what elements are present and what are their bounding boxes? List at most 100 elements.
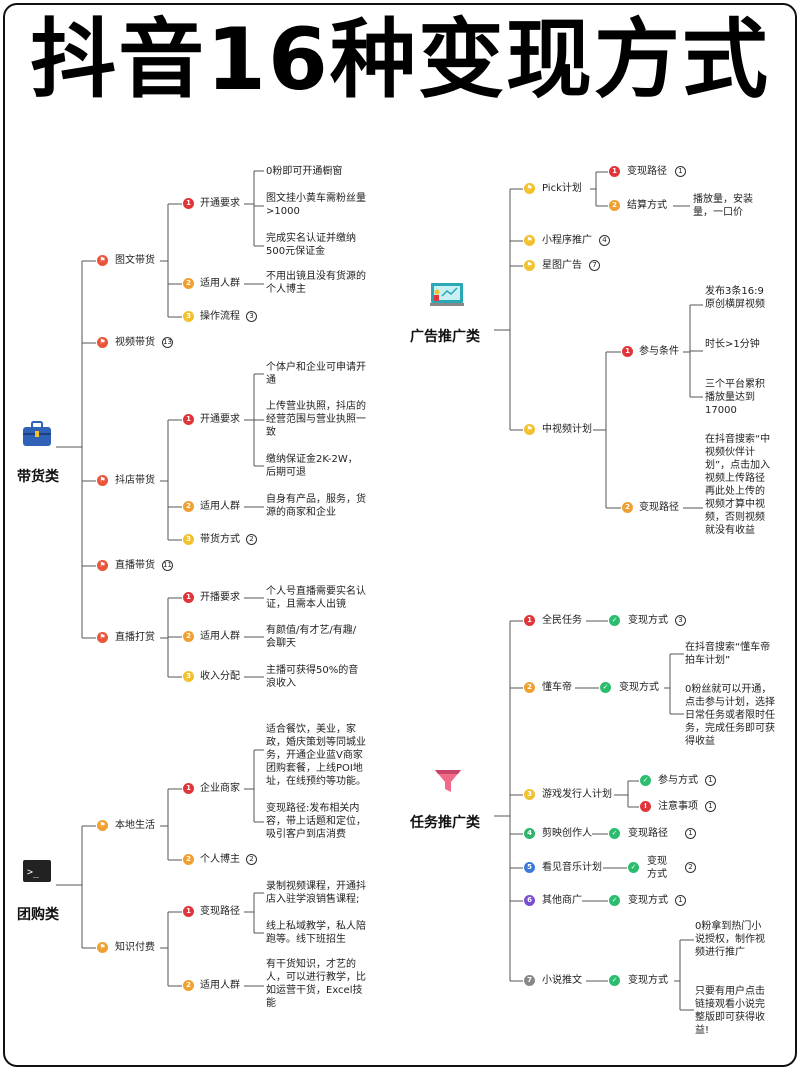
node-dashang: 直播打赏 [115, 632, 155, 643]
count-xingtu: 7 [589, 260, 600, 271]
text-lj2: 在抖音搜索“中视频伙伴计划”，点击加入视频上传路径再此处上传的视频才算中视频，否… [705, 434, 771, 536]
count-shipin: 13 [162, 337, 173, 348]
text-kt2c: 缴纳保证金2K-2W，后期可退 [266, 454, 358, 478]
node-jy-lj: 变现路径 [628, 828, 668, 839]
node-jiesuan: 结算方式 [627, 200, 667, 211]
badge-1: 1 [183, 592, 194, 603]
flag-icon: ⚑ [524, 183, 535, 194]
node-shiyong1: 适用人群 [200, 278, 240, 289]
text-kt1c: 完成实名认证并缴纳500元保证金 [266, 233, 356, 257]
badge-7: 7 [524, 975, 535, 986]
flag-icon: ⚑ [97, 560, 108, 571]
node-xingtu: 星图广告 [542, 260, 582, 271]
node-daihuofs: 带货方式 [200, 534, 240, 545]
text-kt1a: 0粉即可开通橱窗 [266, 166, 343, 177]
text-sr: 主播可获得50%的音浪收入 [266, 665, 359, 689]
check-icon: ✓ [609, 895, 620, 906]
node-geren: 个人博主 [200, 854, 240, 865]
category-guanggao: 广告推广类 [410, 329, 480, 345]
briefcase-icon [23, 421, 51, 446]
node-lujing: 变现路径 [627, 166, 667, 177]
node-tuwen: 图文带货 [115, 255, 155, 266]
check-icon: ✓ [609, 615, 620, 626]
badge-4: 4 [524, 828, 535, 839]
text-sy3: 有颜值/有才艺/有趣/会聊天 [266, 625, 357, 649]
node-yx-zy: 注意事项 [658, 801, 698, 812]
node-fangshi1: 变现方式 [628, 615, 668, 626]
badge-1: 1 [183, 783, 194, 794]
node-yx-fs: 参与方式 [658, 775, 698, 786]
text-qy1: 适合餐饮，美业，家政，婚庆策划等同城业务，开通企业蓝V商家团购套餐，上线POI地… [266, 724, 366, 787]
funnel-icon [435, 770, 461, 792]
flag-icon: ⚑ [97, 475, 108, 486]
count-geren: 2 [246, 854, 257, 865]
node-kaibo: 开播要求 [200, 592, 240, 603]
text-sy2: 自身有产品，服务，货源的商家和企业 [266, 494, 366, 518]
page-frame [3, 3, 797, 1067]
node-jianying: 剪映创作人 [542, 828, 592, 839]
text-dc2: 0粉丝就可以开通，点击参与计划，选择日常任务或者限时任务，完成任务即可获得收益 [685, 684, 775, 747]
node-shiyong2: 适用人群 [200, 501, 240, 512]
badge-3: 3 [524, 789, 535, 800]
badge-2: 2 [183, 980, 194, 991]
flag-icon: ⚑ [524, 260, 535, 271]
check-icon: ✓ [609, 975, 620, 986]
badge-1: 1 [622, 346, 633, 357]
svg-text:>_: >_ [27, 867, 40, 878]
node-xcx: 小程序推广 [542, 235, 592, 246]
text-sy1: 不用出镜且没有货源的个人博主 [266, 271, 366, 295]
node-xs-fs: 变现方式 [628, 975, 668, 986]
badge-2: 2 [622, 502, 633, 513]
text-kb: 个人号直播需要实名认证，且需本人出镜 [266, 586, 366, 610]
count-qt: 1 [675, 895, 686, 906]
terminal-icon: >_ [23, 860, 51, 882]
badge-1: 1 [183, 906, 194, 917]
count-kj: 2 [685, 862, 696, 873]
node-shiyong3: 适用人群 [200, 631, 240, 642]
flag-icon: ⚑ [97, 942, 108, 953]
badge-2: 2 [183, 501, 194, 512]
flag-icon: ⚑ [97, 337, 108, 348]
node-qita: 其他商广 [542, 895, 582, 906]
node-shipin: 视频带货 [115, 337, 155, 348]
node-youxi: 游戏发行人计划 [542, 789, 612, 800]
text-sy-tg: 有干货知识，才艺的人，可以进行教学，比如运营干货，Excel技能 [266, 959, 366, 1009]
badge-1: 1 [609, 166, 620, 177]
node-kanjian: 看见音乐计划 [542, 862, 602, 873]
text-bx1: 录制视频课程，开通抖店入驻学浪销售课程; [266, 881, 366, 905]
alert-icon: ! [640, 801, 651, 812]
text-cy3: 三个平台累积播放量达到17000 [705, 379, 765, 416]
node-bendi: 本地生活 [115, 820, 155, 831]
node-kj-fs: 变现方式 [647, 856, 667, 880]
badge-1: 1 [183, 414, 194, 425]
node-dongche: 懂车帝 [542, 682, 572, 693]
badge-2: 2 [183, 631, 194, 642]
text-cy2: 时长>1分钟 [705, 339, 760, 350]
text-kt1b: 图文挂小黄车需粉丝量>1000 [266, 193, 366, 217]
node-fangshi2: 变现方式 [619, 682, 659, 693]
node-doudian: 抖店带货 [115, 475, 155, 486]
badge-2: 2 [183, 278, 194, 289]
text-js: 播放量，安装量，一口价 [693, 194, 753, 218]
badge-2: 2 [183, 854, 194, 865]
count-jy: 1 [685, 828, 696, 839]
category-renwu: 任务推广类 [410, 815, 480, 831]
count-xcx: 4 [599, 235, 610, 246]
count-yx-zy: 1 [705, 801, 716, 812]
flag-icon: ⚑ [524, 424, 535, 435]
node-kaitong2: 开通要求 [200, 414, 240, 425]
node-kaitong1: 开通要求 [200, 198, 240, 209]
node-caozuo: 操作流程 [200, 311, 240, 322]
node-lujing2: 变现路径 [639, 502, 679, 513]
node-canyu: 参与条件 [639, 346, 679, 357]
text-bx2: 线上私域教学，私人陪跑等。线下班招生 [266, 921, 366, 945]
node-zhishi: 知识付费 [115, 942, 155, 953]
text-kt2a: 个体户和企业可申请开通 [266, 362, 366, 386]
count-lujing: 1 [675, 166, 686, 177]
badge-5: 5 [524, 862, 535, 873]
text-cy1: 发布3条16:9原创横屏视频 [705, 286, 765, 310]
node-pick: Pick计划 [542, 183, 582, 194]
text-dc1: 在抖音搜索“懂车帝拍车计划” [685, 642, 771, 666]
node-zsp: 中视频计划 [542, 424, 592, 435]
